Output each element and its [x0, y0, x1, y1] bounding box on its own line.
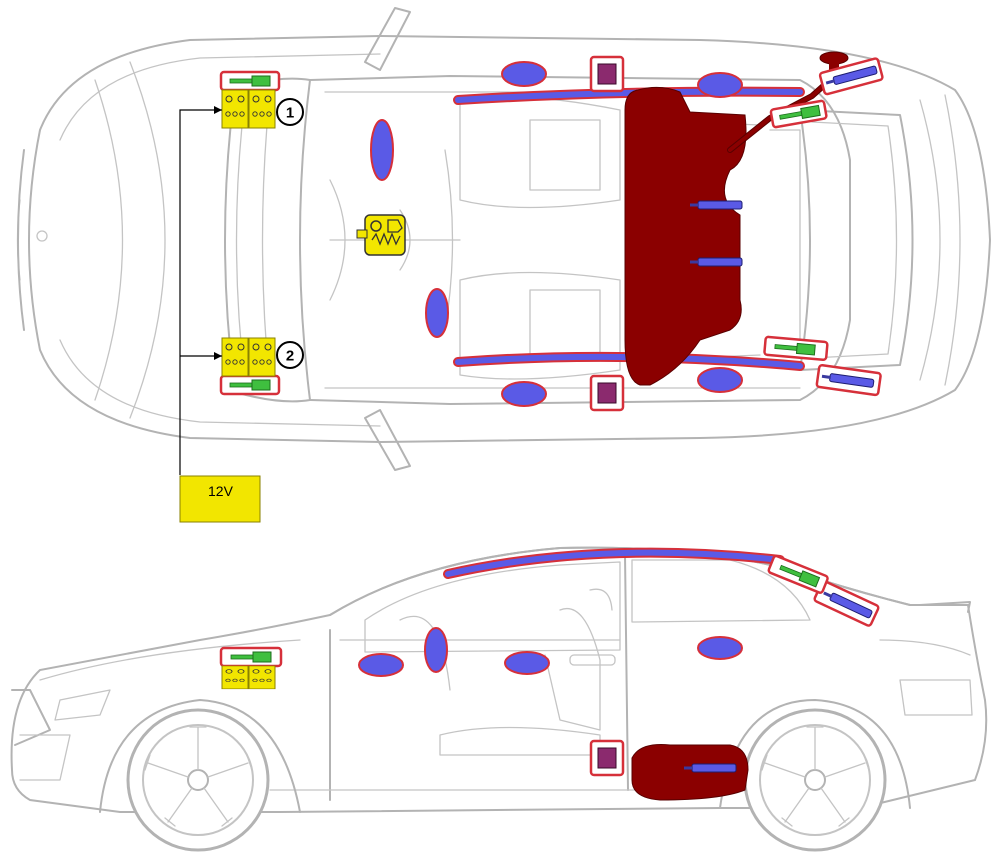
- fuel-tank-side: [631, 744, 749, 801]
- wheel-rear: [743, 708, 887, 852]
- pretensioner-side: [219, 554, 829, 668]
- curtain-airbag-bottom: [453, 351, 805, 371]
- control-unit-side: [589, 739, 625, 777]
- callout-1-label: 1: [286, 105, 294, 122]
- airbag-icon: [370, 61, 743, 407]
- seatbelt-pretensioner-icon: [219, 70, 829, 396]
- gas-strut-icon: [689, 57, 884, 397]
- wheel-front: [126, 708, 270, 852]
- high-voltage-component-icon: [356, 214, 406, 256]
- curtain-airbag-side: [443, 547, 785, 579]
- voltage-label-box: 12V: [179, 475, 261, 523]
- battery-side: [221, 665, 276, 690]
- callout-1: 1: [276, 98, 304, 126]
- leader-lines: [179, 106, 222, 475]
- callout-2: 2: [276, 341, 304, 369]
- voltage-label: 12V: [208, 483, 234, 499]
- airbag-icon-side: [358, 627, 743, 677]
- control-unit-icon: [589, 55, 625, 412]
- curtain-airbag-top: [453, 86, 805, 105]
- callout-2-label: 2: [286, 348, 294, 365]
